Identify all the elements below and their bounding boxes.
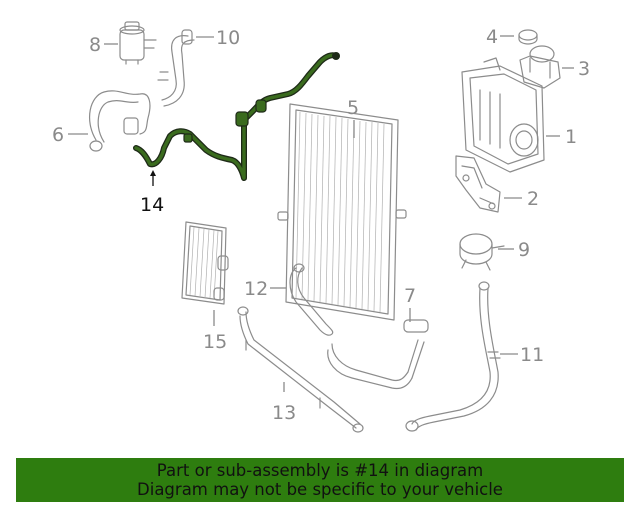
part-4-cap — [518, 29, 538, 45]
callout-12: 12 — [244, 278, 268, 300]
parts-diagram: 1 2 3 4 5 6 7 8 9 10 11 12 13 14 15 — [52, 21, 590, 433]
callout-14: 14 — [140, 194, 164, 216]
callout-9: 9 — [518, 239, 530, 261]
info-banner: Part or sub-assembly is #14 in diagram D… — [16, 458, 624, 502]
part-10-illustration — [157, 29, 195, 107]
part-11-hose — [405, 281, 501, 432]
part-3-actuator — [519, 45, 561, 89]
callout-2: 2 — [527, 188, 539, 210]
callout-11: 11 — [520, 344, 544, 366]
part-8-illustration — [119, 21, 157, 65]
banner-line-2: Diagram may not be specific to your vehi… — [137, 480, 503, 499]
part-9-valve — [459, 233, 505, 271]
part-5-radiator — [277, 103, 407, 321]
callout-5: 5 — [347, 97, 359, 119]
part-13-line — [237, 306, 364, 433]
callout-6: 6 — [52, 124, 64, 146]
banner-line-1: Part or sub-assembly is #14 in diagram — [156, 461, 484, 480]
callout-4: 4 — [486, 26, 498, 48]
part-15-cooler — [181, 221, 229, 305]
callout-15: 15 — [203, 331, 227, 353]
part-1-module — [461, 57, 545, 173]
part-12-hose — [289, 263, 429, 390]
callout-8: 8 — [89, 34, 101, 56]
callout-7: 7 — [404, 285, 416, 307]
callout-leaders — [68, 35, 574, 392]
part-2-bracket — [455, 155, 501, 213]
callout-13: 13 — [272, 402, 296, 424]
callout-1: 1 — [565, 126, 577, 148]
part-14-hose — [133, 52, 340, 181]
callout-10: 10 — [216, 27, 240, 49]
part-6-illustration — [88, 90, 151, 152]
callout-3: 3 — [578, 58, 590, 80]
